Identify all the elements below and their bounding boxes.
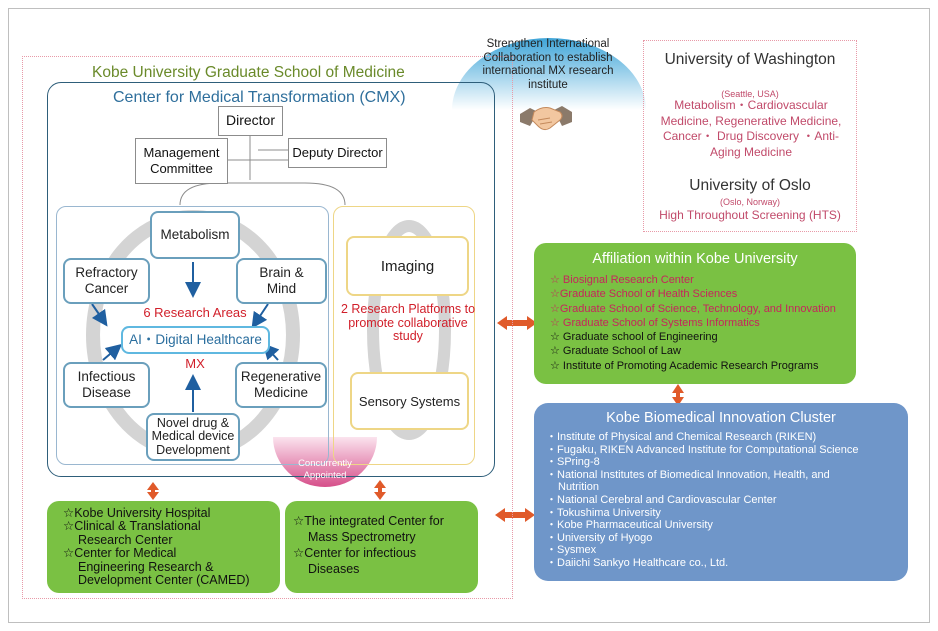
kobe-school-container <box>22 56 513 599</box>
handshake-icon <box>520 98 572 138</box>
area-metabolism: Metabolism <box>150 211 240 259</box>
research-center-item: Diseases <box>308 562 360 576</box>
oslo-description: High Throughout Screening (HTS) <box>659 208 841 222</box>
affiliation-item: ☆ Graduate school of Engineering <box>550 331 718 344</box>
org-connectors <box>179 136 346 206</box>
six-research-areas-label: 6 Research Areas <box>143 305 247 320</box>
platforms-ring <box>367 220 451 440</box>
international-container <box>643 40 857 232</box>
biomedical-cluster-box: Kobe Biomedical Innovation Cluster ・Inst… <box>534 403 908 581</box>
cluster-item: ・University of Hyogo <box>546 531 653 544</box>
two-platforms-label: 2 Research Platforms to promote collabor… <box>340 302 476 343</box>
area-arrows <box>91 262 280 412</box>
oslo-name: University of Oslo <box>689 177 811 194</box>
platform-sensory-systems: Sensory Systems <box>350 372 469 430</box>
area-novel-drug: Novel drug & Medical device Development <box>146 413 240 461</box>
affiliation-item: ☆ Graduate School of Law <box>550 345 681 358</box>
cluster-item: ・Institute of Physical and Chemical Rese… <box>546 431 817 443</box>
oslo-location: (Oslo, Norway) <box>719 197 780 207</box>
ai-digital-healthcare-box: AI・Digital Healthcare <box>121 326 270 354</box>
uw-description: Metabolism・Cardiovascular Medicine, Rege… <box>660 98 842 159</box>
cluster-item: ・Kobe Pharmaceutical University <box>546 519 713 532</box>
research-center-item: ☆Center for infectious <box>293 546 417 560</box>
uw-location: (Seattle, USA) <box>721 89 779 99</box>
strengthen-collaboration-label: Strengthen International Collaboration t… <box>482 38 614 91</box>
cluster-item: Nutrition <box>558 481 599 494</box>
uw-name: University of Washington <box>664 51 836 68</box>
area-infectious-disease: Infectious Disease <box>63 362 150 408</box>
affiliation-item: ☆ Institute of Promoting Academic Resear… <box>550 359 819 372</box>
outer-frame <box>8 8 930 623</box>
research-center-item: ☆The integrated Center for <box>293 514 444 528</box>
affiliation-item: ☆Graduate School of Science, Technology,… <box>550 302 836 315</box>
affiliation-title: Affiliation within Kobe University <box>592 251 798 267</box>
hospital-centers-box: ☆Kobe University Hospital ☆Clinical & Tr… <box>47 501 280 593</box>
concurrently-appointed-label: Concurrently Appointed <box>298 458 352 481</box>
hospital-item: ☆Clinical & Translational <box>63 519 201 534</box>
affiliation-item: ☆ Graduate School of Systems Informatics <box>550 316 760 329</box>
cmx-title: Center for Medical Transformation (CMX) <box>113 89 406 106</box>
cluster-item: ・National Cerebral and Cardiovascular Ce… <box>546 493 777 506</box>
area-regenerative-medicine: Regenerative Medicine <box>235 362 327 408</box>
area-refractory-cancer: Refractory Cancer <box>63 258 150 304</box>
affiliation-item: ☆Graduate School of Health Sciences <box>550 288 738 301</box>
hospital-item: Engineering Research & <box>78 559 214 574</box>
director-box: Director <box>218 106 283 136</box>
hospital-item: Research Center <box>78 532 173 547</box>
platform-imaging: Imaging <box>346 236 469 296</box>
cluster-item: ・Tokushima University <box>546 506 661 519</box>
cluster-item: ・SPring-8 <box>546 456 600 469</box>
cluster-item: ・Fugaku, RIKEN Advanced Institute for Co… <box>546 443 859 456</box>
cluster-item: ・Daiichi Sankyo Healthcare co., Ltd. <box>546 556 729 569</box>
cmx-container <box>47 82 495 477</box>
cluster-title: Kobe Biomedical Innovation Cluster <box>606 410 836 426</box>
cluster-item: ・Sysmex <box>546 544 597 557</box>
hospital-item: ☆Kobe University Hospital <box>63 506 211 520</box>
platforms-panel <box>333 206 475 465</box>
link-arrows <box>147 316 684 522</box>
research-centers-box: ☆The integrated Center for Mass Spectrom… <box>285 501 478 593</box>
mx-label: MX <box>185 356 205 371</box>
affiliation-box: Affiliation within Kobe University ☆ Bio… <box>534 243 856 384</box>
kobe-school-title: Kobe University Graduate School of Medic… <box>92 64 405 81</box>
hospital-item: Development Center (CAMED) <box>78 573 250 588</box>
cluster-item: ・National Institutes of Biomedical Innov… <box>546 468 830 481</box>
research-center-item: Mass Spectrometry <box>308 530 416 544</box>
deputy-director-box: Deputy Director <box>288 138 387 168</box>
management-committee-box: Management Committee <box>135 138 228 184</box>
affiliation-item: ☆ Biosignal Research Center <box>550 274 694 286</box>
area-brain-mind: Brain & Mind <box>236 258 327 304</box>
research-areas-panel <box>56 206 329 465</box>
hospital-item: ☆Center for Medical <box>63 546 177 561</box>
